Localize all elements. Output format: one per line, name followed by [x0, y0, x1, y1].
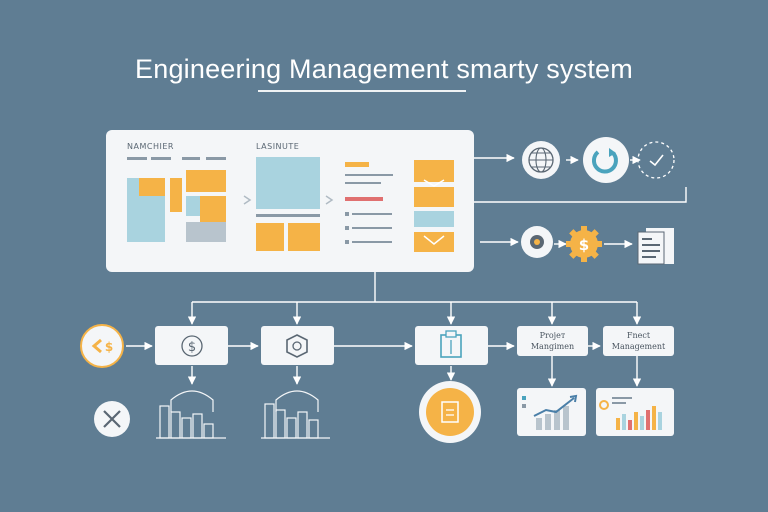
- dashboard-card-column: [414, 160, 454, 252]
- connector-lines: [126, 153, 687, 387]
- gear-icon[interactable]: [521, 226, 553, 258]
- dollar-icon: $: [181, 335, 203, 357]
- check-icon[interactable]: [637, 141, 675, 179]
- project-node-1[interactable]: [517, 326, 588, 356]
- dashboard-label-left: NAMCHIER: [127, 142, 174, 151]
- page-title: Engineering Management smarty system: [135, 54, 633, 84]
- bar-chart-card-2[interactable]: [596, 388, 674, 436]
- building-icon: [261, 390, 330, 439]
- bar-chart-icon: [599, 397, 662, 430]
- title-underline: [258, 90, 466, 92]
- clipboard-box[interactable]: [415, 326, 488, 365]
- dashboard-label-middle: LASINUTE: [256, 142, 300, 151]
- globe-icon[interactable]: [522, 141, 560, 179]
- dollar-box[interactable]: $: [155, 326, 228, 365]
- chevron-right-icon: [243, 195, 252, 205]
- document-icon[interactable]: [637, 228, 674, 265]
- orange-document-icon[interactable]: [419, 381, 481, 443]
- project-node-1-label: Projет Mangimen: [530, 331, 575, 351]
- dashboard-panel: [106, 130, 474, 272]
- clipboard-icon: [440, 330, 462, 358]
- gear-dollar-icon[interactable]: $: [566, 226, 602, 262]
- dollar-glyph: $: [188, 340, 196, 355]
- chevron-right-icon: [325, 195, 334, 205]
- gear-dollar-glyph: $: [579, 236, 589, 254]
- back-dollar-glyph: $: [105, 340, 113, 354]
- dashboard-middle-section: [256, 157, 320, 251]
- hexagon-box[interactable]: [261, 326, 334, 365]
- close-icon[interactable]: [94, 401, 130, 437]
- project-node-2-label: Fnect Management: [611, 331, 666, 351]
- building-icon: [156, 390, 226, 439]
- bar-chart-icon: [522, 394, 578, 430]
- bar-chart-card-1[interactable]: [517, 388, 586, 436]
- dashboard-list-section: [345, 162, 393, 244]
- project-node-2[interactable]: [603, 326, 674, 356]
- back-dollar-icon[interactable]: $: [80, 324, 124, 368]
- hexagon-icon: [286, 334, 308, 358]
- refresh-icon[interactable]: [583, 137, 629, 183]
- dashboard-left-section: [127, 157, 226, 242]
